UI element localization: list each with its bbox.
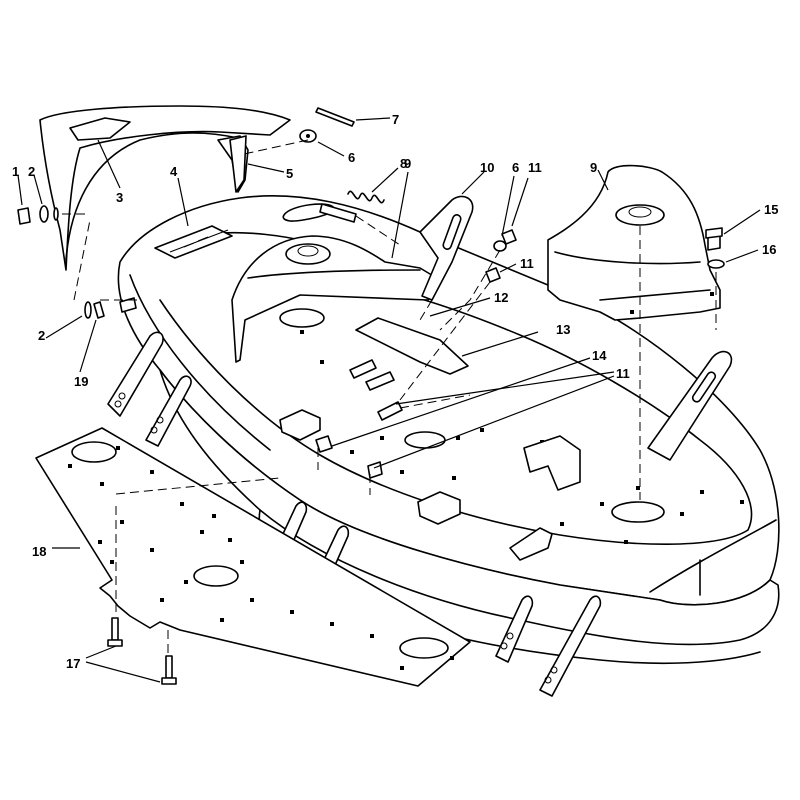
callout-2: 2 bbox=[38, 328, 45, 343]
callout-6: 6 bbox=[512, 160, 519, 175]
callout-9: 9 bbox=[404, 156, 411, 171]
callout-11: 11 bbox=[616, 366, 630, 381]
callout-7: 7 bbox=[392, 112, 399, 127]
callout-12: 12 bbox=[494, 290, 508, 305]
callout-14: 14 bbox=[592, 348, 607, 363]
callout-13: 13 bbox=[556, 322, 570, 337]
callout-16: 16 bbox=[762, 242, 776, 257]
callout-1: 1 bbox=[12, 164, 19, 179]
leader-lines bbox=[17, 117, 761, 683]
callout-9: 9 bbox=[590, 160, 597, 175]
adjustment-bracket bbox=[419, 195, 474, 301]
callout-15: 15 bbox=[764, 202, 778, 217]
baffle-plate bbox=[35, 427, 471, 687]
callout-11: 11 bbox=[528, 160, 542, 175]
assembly-lines bbox=[62, 139, 717, 654]
hardware bbox=[17, 107, 725, 685]
callout-19: 19 bbox=[74, 374, 88, 389]
belt-guard-right bbox=[547, 164, 721, 321]
callout-18: 18 bbox=[32, 544, 46, 559]
callout-labels: 1 2 3 4 5 6 6 7 8 9 9 10 11 11 11 12 13 … bbox=[12, 112, 778, 671]
callout-5: 5 bbox=[286, 166, 293, 181]
callout-6: 6 bbox=[348, 150, 355, 165]
callout-4: 4 bbox=[170, 164, 178, 179]
callout-17: 17 bbox=[66, 656, 80, 671]
callout-11: 11 bbox=[520, 256, 534, 271]
callout-2: 2 bbox=[28, 164, 35, 179]
callout-8: 8 bbox=[400, 156, 407, 171]
callout-10: 10 bbox=[480, 160, 494, 175]
callout-3: 3 bbox=[116, 190, 123, 205]
